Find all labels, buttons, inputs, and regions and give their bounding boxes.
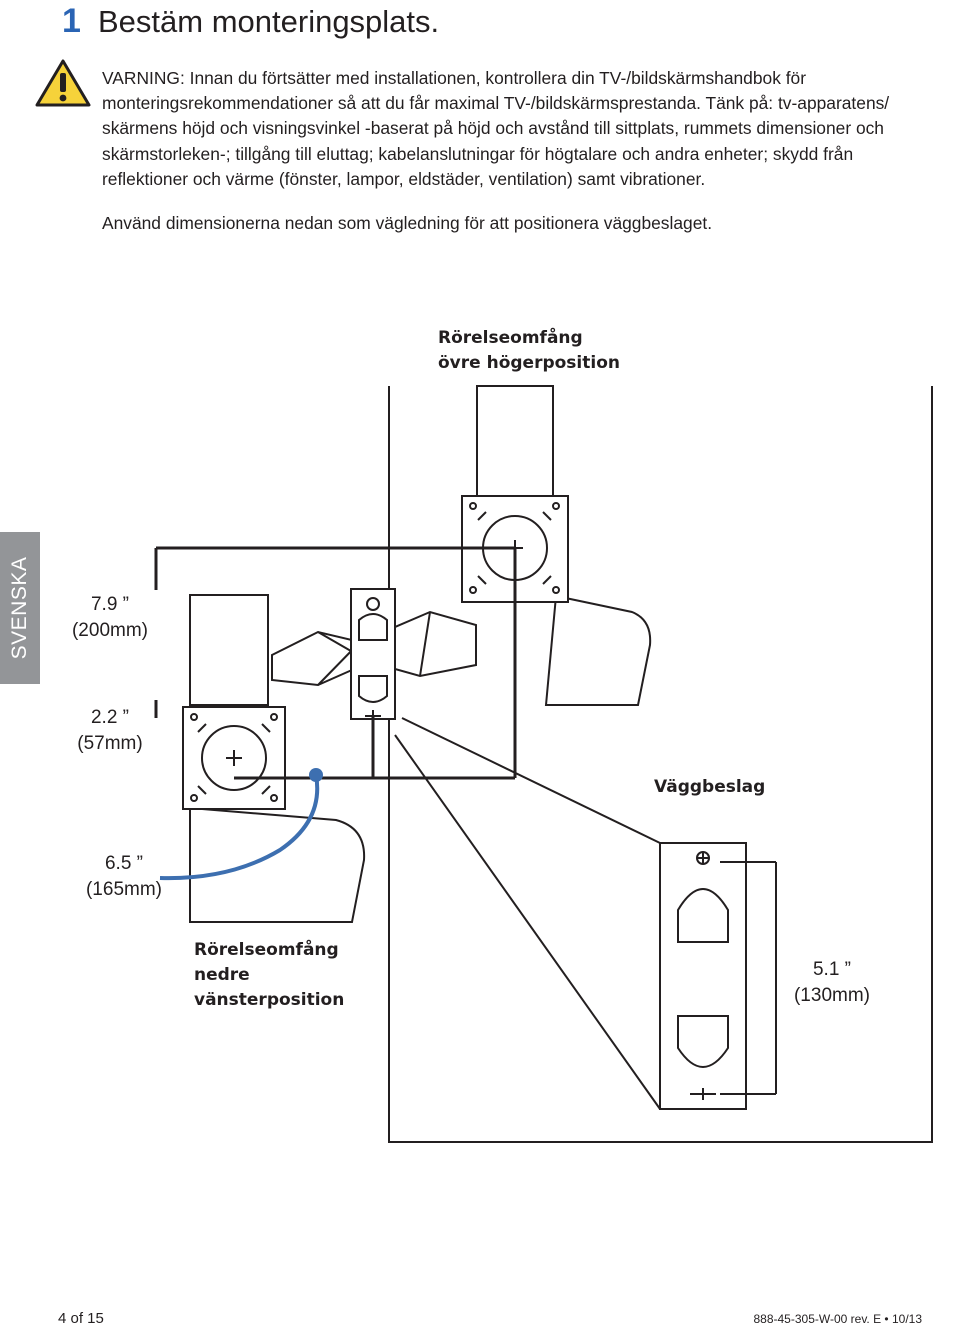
step-number: 1 xyxy=(62,2,81,40)
dimension-5-1: 5.1 ” (130mm) xyxy=(793,959,870,1006)
warning-triangle-icon xyxy=(35,59,91,107)
page-title: Bestäm monteringsplats. xyxy=(98,4,440,39)
dimension-7-9: 7.9 ” (200mm) xyxy=(71,594,148,641)
wall-bracket-label: Väggbeslag xyxy=(654,777,766,797)
lower-range-label: Rörelseomfång nedre vänsterposition xyxy=(194,940,345,1010)
dimension-6-5: 6.5 ” (165mm) xyxy=(85,853,162,900)
page-number: 4 of 15 xyxy=(58,1310,104,1327)
cable-line xyxy=(159,774,320,881)
dimension-2-2: 2.2 ” (57mm) xyxy=(77,707,143,754)
warning-text: VARNING: Innan du förtsätter med install… xyxy=(102,68,890,189)
document-code: 888-45-305-W-00 rev. E • 10/13 xyxy=(753,1312,922,1326)
language-tab: SVENSKA xyxy=(0,532,40,684)
upper-range-label: Rörelseomfång övre högerposition xyxy=(438,328,620,373)
guidance-text: Använd dimensionerna nedan som väglednin… xyxy=(102,213,713,233)
